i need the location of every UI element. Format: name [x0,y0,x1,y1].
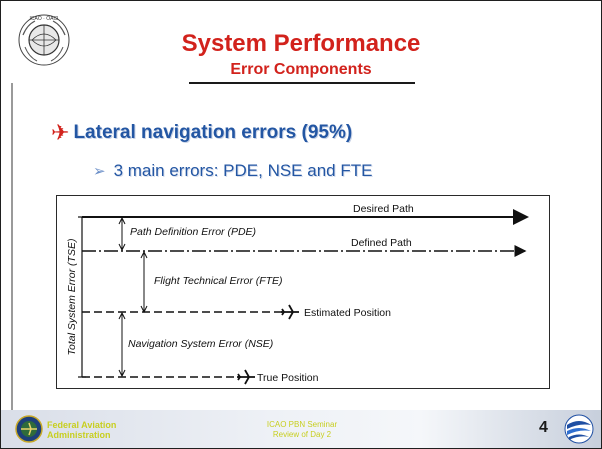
nse-label: Navigation System Error (NSE) [128,338,273,350]
faa-line-1: Federal Aviation [47,420,117,430]
true-position-label: True Position [257,372,319,384]
estimated-position-aircraft-icon [281,304,299,320]
faa-name: Federal Aviation Administration [47,420,116,440]
bullet-sub-text: 3 main errors: PDE, NSE and FTE [113,161,373,180]
slide-header: ICAO · OACI System Performance Error Com… [1,1,601,89]
page-number: 4 [539,419,548,436]
eurocontrol-logo-icon [564,414,594,444]
defined-path-label: Defined Path [351,237,412,249]
seminar-line-2: Review of Day 2 [272,430,332,439]
airplane-bullet-icon: ✈ [51,120,70,145]
slide-subtitle: Error Components [230,61,372,78]
seminar-line-1: ICAO PBN Seminar [266,420,338,429]
slide-title: System Performance [181,30,421,57]
seminar-caption: ICAO PBN Seminar Review of Day 2 [1,420,602,440]
bullet-main: ✈ Lateral navigation errors (95%) [51,121,352,145]
slide-footer [1,410,601,448]
bullet-main-text: Lateral navigation errors (95%) [73,122,353,143]
diagram-canvas: Total System Error (TSE) Desired Path Pa… [66,203,529,385]
tse-label: Total System Error (TSE) [66,239,78,356]
bullet-sub: ➢ 3 main errors: PDE, NSE and FTE [93,161,372,181]
svg-text:ICAO · OACI: ICAO · OACI [30,16,59,22]
title-divider [189,82,415,84]
pde-label: Path Definition Error (PDE) [130,226,256,238]
faa-seal-icon [15,415,43,443]
arrow-bullet-icon: ➢ [93,163,106,180]
icao-emblem-icon: ICAO · OACI [18,14,70,66]
faa-line-2: Administration [47,430,111,440]
left-margin-rule [11,83,13,411]
desired-path-label: Desired Path [353,203,414,215]
error-components-diagram: Total System Error (TSE) Desired Path Pa… [56,195,550,389]
true-position-aircraft-icon [237,369,255,385]
fte-label: Flight Technical Error (FTE) [154,275,283,287]
estimated-position-label: Estimated Position [304,307,391,319]
